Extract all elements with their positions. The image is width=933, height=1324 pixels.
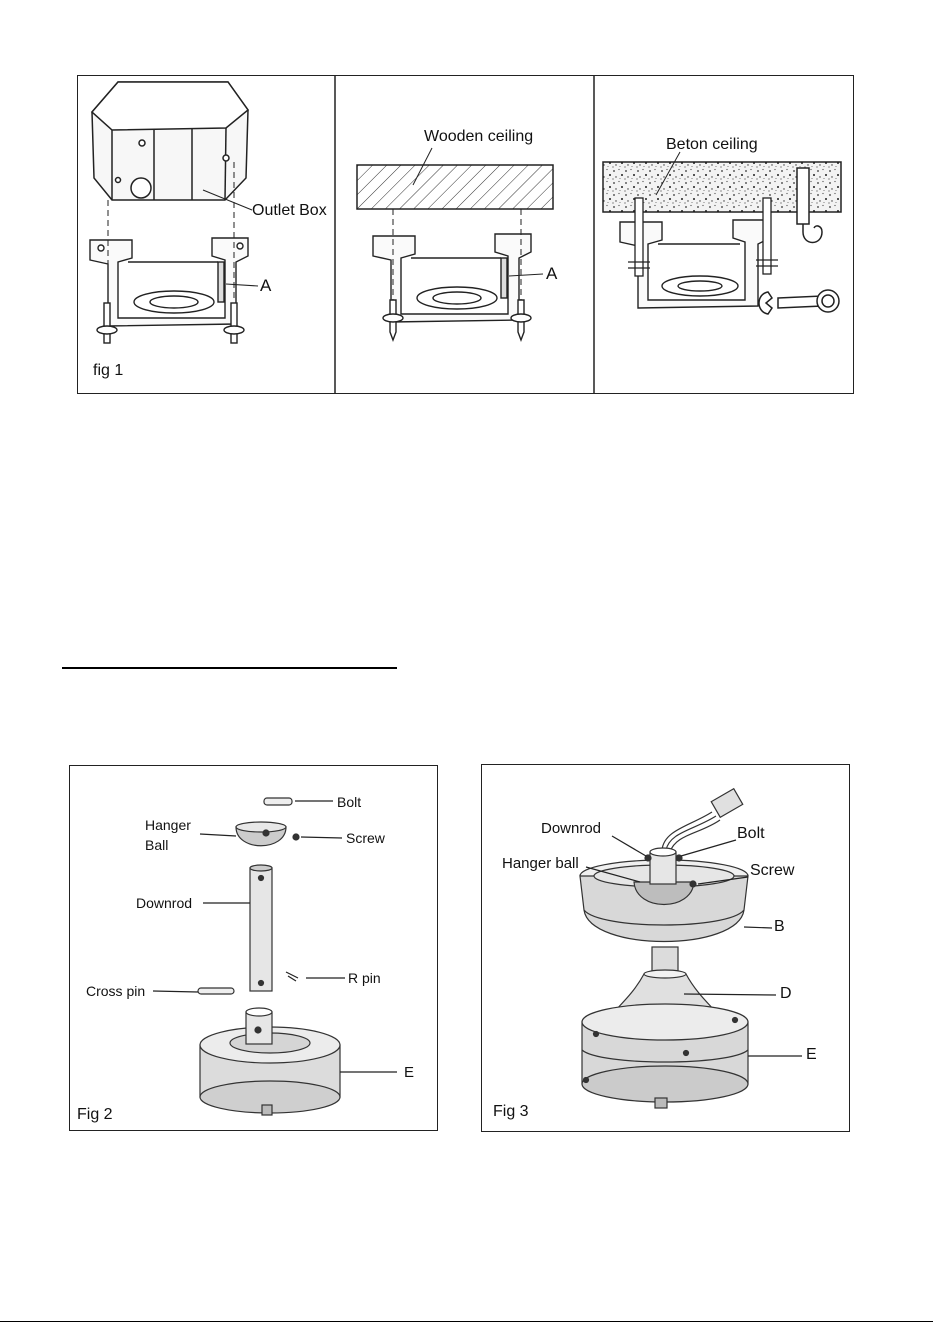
fig2-bolt-label: Bolt bbox=[337, 794, 361, 810]
fig2-motor-label: E bbox=[404, 1064, 414, 1081]
fig2-r-pin-label: R pin bbox=[348, 970, 381, 986]
beton-ceiling-label: Beton ceiling bbox=[666, 136, 758, 154]
wooden-ceiling-label: Wooden ceiling bbox=[424, 128, 533, 146]
wrench-3 bbox=[759, 290, 839, 314]
wooden-ceiling bbox=[357, 165, 553, 209]
fig2-hanger-label-2: Ball bbox=[145, 837, 168, 853]
fig3-hanger-ball-label: Hanger ball bbox=[502, 855, 579, 872]
fig3-coupling-label: D bbox=[780, 985, 792, 1003]
fig3-screw-label: Screw bbox=[750, 862, 794, 880]
fig2-screw-label: Screw bbox=[346, 830, 385, 846]
mounting-bracket-1 bbox=[90, 238, 248, 326]
fig2-downrod-label: Downrod bbox=[136, 895, 192, 911]
fig3-canopy-label: B bbox=[774, 918, 785, 936]
outlet-box-label: Outlet Box bbox=[252, 202, 327, 220]
fig1-caption: fig 1 bbox=[93, 362, 123, 380]
fig3-motor-label: E bbox=[806, 1046, 817, 1064]
bracket-a-label-1: A bbox=[260, 276, 271, 296]
outlet-box bbox=[92, 82, 248, 200]
section-heading-underline bbox=[62, 667, 397, 669]
fig3-frame bbox=[481, 764, 850, 1132]
page-bottom-rule bbox=[0, 1321, 933, 1322]
fig3-bolt-label: Bolt bbox=[737, 825, 765, 843]
fig3-downrod-label: Downrod bbox=[541, 820, 601, 837]
bracket-a-label-2: A bbox=[546, 264, 557, 284]
fig2-caption: Fig 2 bbox=[77, 1106, 113, 1124]
fig2-frame bbox=[69, 765, 438, 1131]
fig3-caption: Fig 3 bbox=[493, 1103, 529, 1121]
fig2-hanger-label-1: Hanger bbox=[145, 817, 191, 833]
fig2-cross-pin-label: Cross pin bbox=[86, 983, 145, 999]
